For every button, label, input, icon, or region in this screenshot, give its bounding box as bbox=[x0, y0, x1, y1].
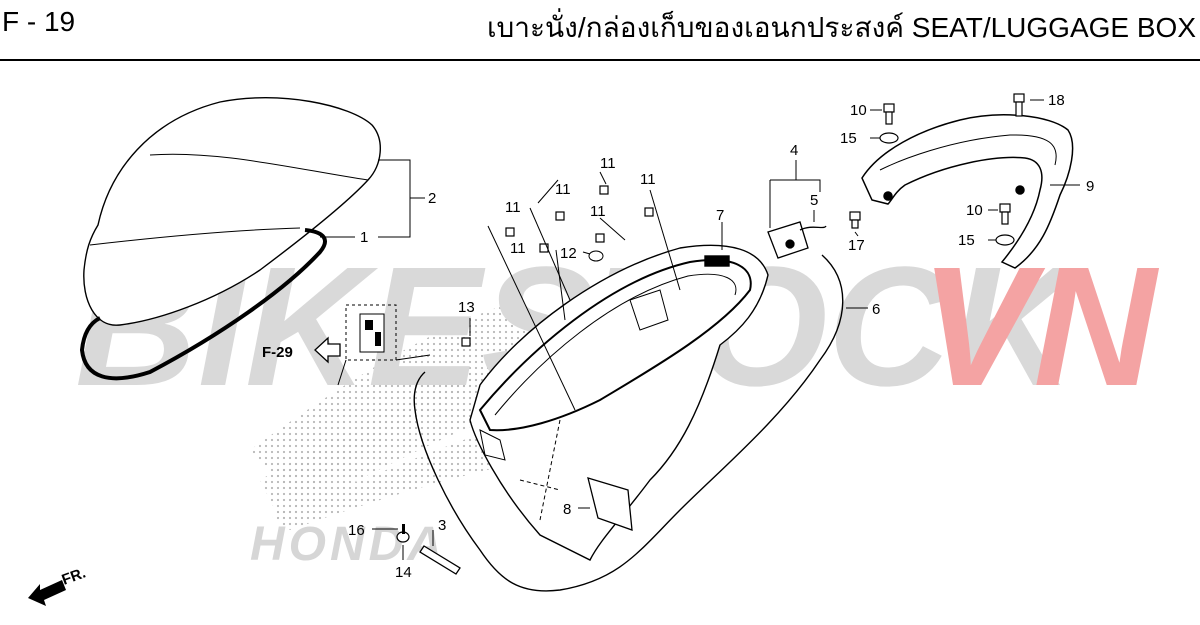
callout-10b: 10 bbox=[966, 202, 983, 219]
front-direction-arrow: FR. bbox=[28, 565, 88, 606]
washers[interactable] bbox=[396, 132, 1015, 543]
clip-16[interactable] bbox=[402, 524, 405, 534]
callout-12: 12 bbox=[560, 245, 577, 262]
callout-16: 16 bbox=[348, 522, 365, 539]
header-divider bbox=[0, 59, 1200, 61]
callout-5: 5 bbox=[810, 192, 818, 209]
callout-17: 17 bbox=[848, 237, 865, 254]
seat-lock-assembly[interactable] bbox=[337, 304, 431, 386]
seat-rubber-seal[interactable] bbox=[79, 228, 327, 381]
seat-lock-cable[interactable] bbox=[413, 254, 844, 592]
front-label: FR. bbox=[60, 565, 89, 589]
callout-8: 8 bbox=[563, 501, 571, 518]
page-header: F - 19 เบาะนั่ง/กล่องเก็บของเอนกประสงค์ … bbox=[0, 0, 1200, 62]
seat-latch-bracket[interactable] bbox=[767, 221, 827, 259]
pin-3[interactable] bbox=[419, 545, 461, 575]
bolts[interactable] bbox=[461, 93, 1025, 347]
ref-arrow-f29[interactable]: F-29 bbox=[262, 336, 341, 364]
callout-11e: 11 bbox=[590, 203, 606, 220]
callout-11f: 11 bbox=[510, 240, 526, 257]
callout-10a: 10 bbox=[850, 102, 867, 119]
page-title: เบาะนั่ง/กล่องเก็บของเอนกประสงค์ SEAT/LU… bbox=[486, 12, 1196, 43]
leader-lines bbox=[320, 99, 1080, 560]
callout-11d: 11 bbox=[505, 199, 521, 216]
callout-7: 7 bbox=[716, 207, 724, 224]
callout-3: 3 bbox=[438, 517, 446, 534]
callout-4: 4 bbox=[790, 142, 798, 159]
callout-14: 14 bbox=[395, 564, 412, 581]
callout-15b: 15 bbox=[958, 232, 975, 249]
ref-label-f29: F-29 bbox=[262, 344, 293, 361]
honda-logo-text: HONDA bbox=[250, 518, 446, 571]
callout-11a: 11 bbox=[600, 155, 616, 172]
callout-13: 13 bbox=[458, 299, 475, 316]
callout-11c: 11 bbox=[640, 171, 656, 188]
callout-18: 18 bbox=[1048, 92, 1065, 109]
callout-2: 2 bbox=[428, 190, 436, 207]
honda-wing-logo: HONDA bbox=[250, 300, 560, 571]
callout-9: 9 bbox=[1086, 178, 1094, 195]
callout-6: 6 bbox=[872, 301, 880, 318]
seat[interactable] bbox=[83, 97, 381, 326]
callout-15a: 15 bbox=[840, 130, 857, 147]
luggage-box[interactable] bbox=[469, 244, 769, 561]
watermark-text-vn: VN bbox=[920, 232, 1159, 422]
luggage-box-cover-plate[interactable] bbox=[587, 477, 633, 531]
callout-labels: 1 2 3 4 5 6 7 8 9 10 10 11 11 11 11 11 1… bbox=[348, 92, 1094, 581]
rear-grab-rail[interactable] bbox=[861, 114, 1074, 269]
page-code: F - 19 bbox=[2, 6, 76, 37]
grommet-12[interactable] bbox=[588, 250, 604, 262]
callout-11b: 11 bbox=[555, 181, 571, 198]
callout-1: 1 bbox=[360, 229, 368, 246]
